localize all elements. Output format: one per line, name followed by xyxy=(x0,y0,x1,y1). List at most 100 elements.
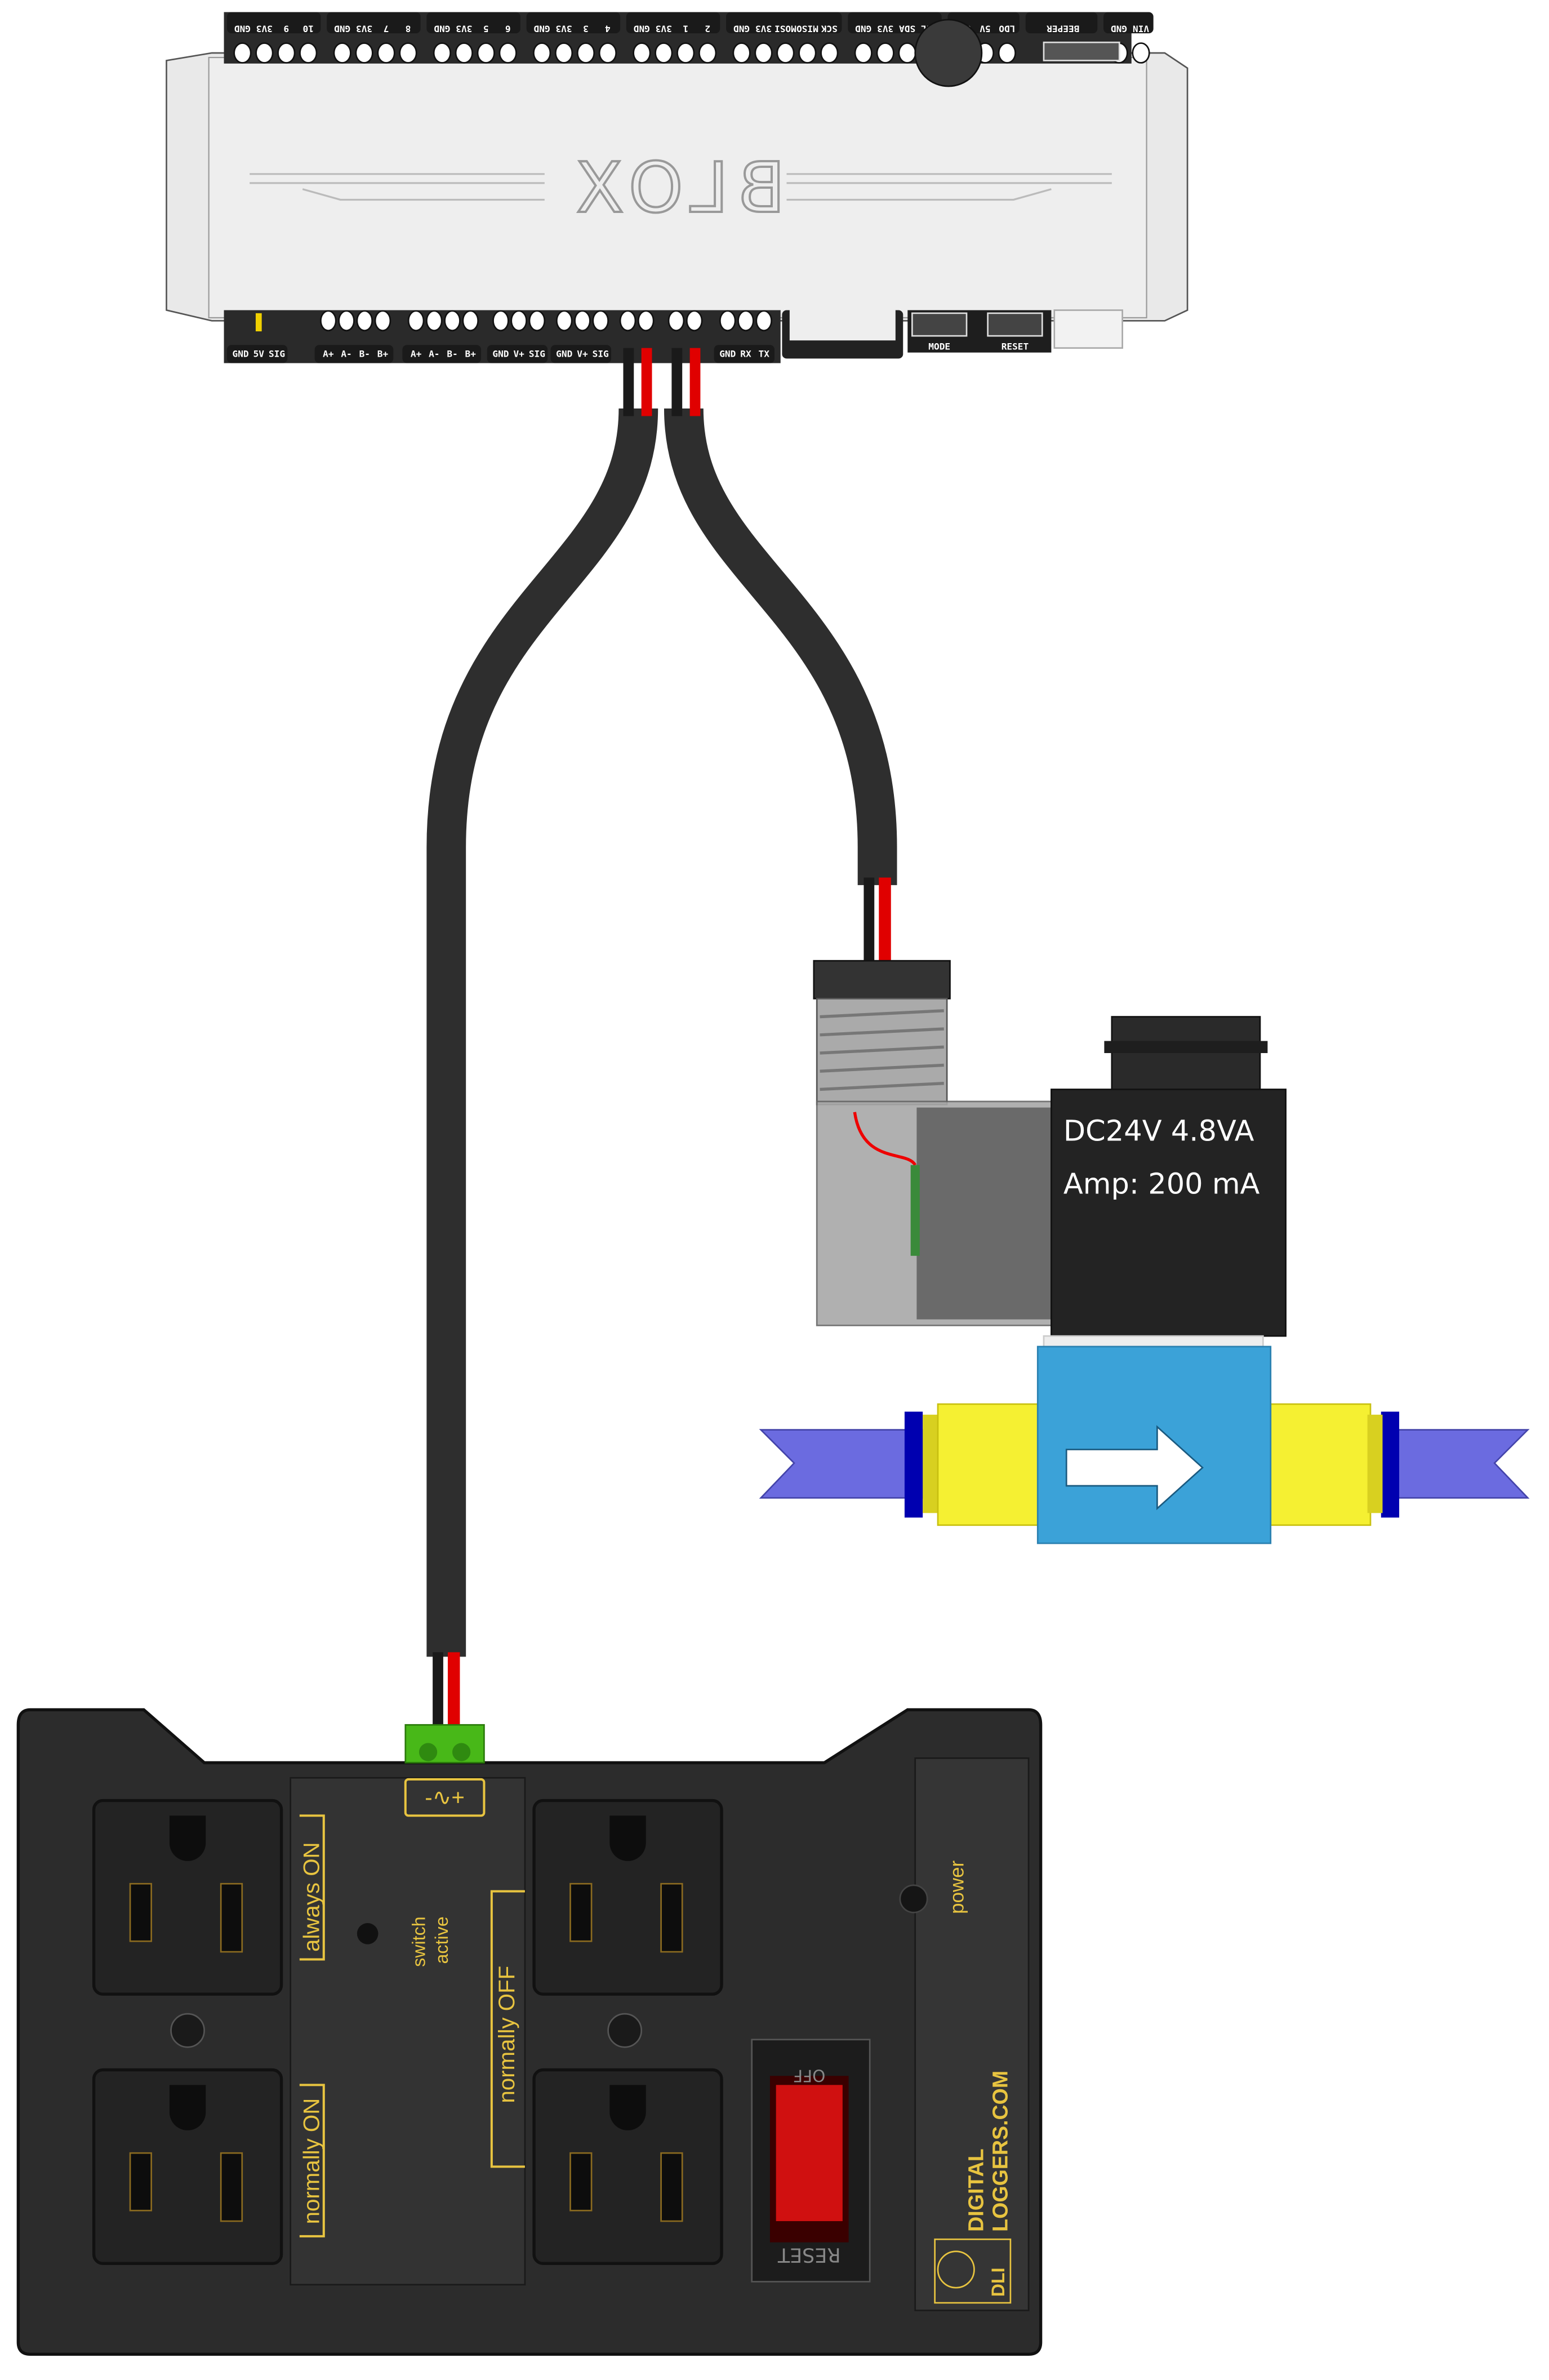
terminal-screw[interactable] xyxy=(462,310,479,332)
terminal-screw[interactable] xyxy=(732,42,751,64)
terminal-screw[interactable] xyxy=(737,310,754,332)
terminal-screw[interactable] xyxy=(356,310,373,332)
outlet[interactable] xyxy=(92,1799,283,1996)
solenoid-current: Amp: 200 mA xyxy=(1063,1168,1260,1201)
terminal-label: GND xyxy=(434,24,450,34)
terminal-screw[interactable] xyxy=(637,310,655,332)
terminal-screw[interactable] xyxy=(619,310,636,332)
terminal-screw[interactable] xyxy=(399,42,417,64)
terminal-screw[interactable] xyxy=(598,42,617,64)
water-valve xyxy=(759,1335,1530,1544)
terminal-screw[interactable] xyxy=(355,42,373,64)
terminal-screw[interactable] xyxy=(686,310,703,332)
svg-text:OFF: OFF xyxy=(793,2066,825,2085)
terminal-label: SDA xyxy=(899,24,915,34)
solenoid-connector xyxy=(813,960,1060,1326)
terminal-screw[interactable] xyxy=(455,42,473,64)
svg-text:DLI: DLI xyxy=(988,2267,1008,2297)
terminal-screw[interactable] xyxy=(498,42,517,64)
terminal-screw[interactable] xyxy=(998,42,1016,64)
terminal-screw[interactable] xyxy=(426,310,443,332)
top-terminal-block: BEEPER xyxy=(1025,12,1098,34)
terminal-screw[interactable] xyxy=(854,42,873,64)
terminal-label: A- xyxy=(429,349,439,359)
terminal-screw[interactable] xyxy=(820,42,839,64)
terminal-screw[interactable] xyxy=(755,310,772,332)
cable-to-power-strip xyxy=(426,348,658,1728)
terminal-screw[interactable] xyxy=(477,42,495,64)
terminal-label: GND xyxy=(234,24,251,34)
terminal-label: 7 xyxy=(384,24,389,34)
input-terminal: -∿+ xyxy=(404,1724,486,1817)
terminal-screw[interactable] xyxy=(1132,42,1150,64)
terminal-screw[interactable] xyxy=(633,42,651,64)
terminal-screw[interactable] xyxy=(719,310,736,332)
terminal-label: A- xyxy=(341,349,351,359)
terminal-label: 3V3 xyxy=(755,24,772,34)
terminal-label: V+ xyxy=(513,349,524,359)
terminal-screw[interactable] xyxy=(876,42,894,64)
terminal-screw[interactable] xyxy=(776,42,795,64)
terminal-screw[interactable] xyxy=(492,310,509,332)
terminal-screw[interactable] xyxy=(433,42,452,64)
terminal-screw[interactable] xyxy=(255,42,274,64)
terminal-label: 8 xyxy=(406,24,411,34)
beeper xyxy=(914,19,983,87)
mode-button[interactable]: MODE xyxy=(911,312,968,352)
label-normally-off: normally OFF xyxy=(494,1966,519,2103)
outlet[interactable] xyxy=(92,2068,283,2265)
terminal-screw[interactable] xyxy=(299,42,318,64)
terminal-screw[interactable] xyxy=(798,42,817,64)
terminal-screw[interactable] xyxy=(698,42,717,64)
terminal-screw[interactable] xyxy=(533,42,551,64)
terminal-screw[interactable] xyxy=(655,42,673,64)
reset-button[interactable]: RESET xyxy=(987,312,1043,352)
outlet[interactable] xyxy=(532,1799,723,1996)
terminal-screw[interactable] xyxy=(592,310,609,332)
terminal-screw[interactable] xyxy=(374,310,391,332)
terminal-screw[interactable] xyxy=(510,310,527,332)
terminal-screw[interactable] xyxy=(555,310,573,332)
terminal-screw[interactable] xyxy=(444,310,461,332)
terminal-screw[interactable] xyxy=(898,42,916,64)
terminal-label: B- xyxy=(359,349,370,359)
terminal-screw[interactable] xyxy=(574,310,591,332)
outlet[interactable] xyxy=(532,2068,723,2265)
blox-logo: BLOX xyxy=(567,148,786,229)
terminal-screw[interactable] xyxy=(320,310,337,332)
svg-text:-∿+: -∿+ xyxy=(425,1785,465,1810)
power-switch[interactable]: OFF RESET xyxy=(751,2039,871,2283)
terminal-label: 6 xyxy=(505,24,511,34)
terminal-screw[interactable] xyxy=(233,42,252,64)
terminal-label: SCK xyxy=(821,24,838,34)
terminal-screw[interactable] xyxy=(528,310,546,332)
terminal-screw[interactable] xyxy=(667,310,685,332)
svg-text:RESET: RESET xyxy=(777,2243,840,2266)
terminal-screw[interactable] xyxy=(333,42,351,64)
dli-logo: DLI xyxy=(934,2238,1012,2304)
svg-text:MODE: MODE xyxy=(928,341,950,352)
terminal-label: GND xyxy=(855,24,871,34)
terminal-label: B+ xyxy=(377,349,389,359)
terminal-screw[interactable] xyxy=(338,310,355,332)
terminal-label: GND xyxy=(492,349,509,359)
terminal-screw[interactable] xyxy=(754,42,773,64)
terminal-label: BEEPER xyxy=(1047,24,1079,34)
terminal-label: 5V xyxy=(980,24,991,34)
terminal-screw[interactable] xyxy=(676,42,695,64)
terminal-screw[interactable] xyxy=(576,42,595,64)
terminal-label: GND xyxy=(556,349,572,359)
terminal-label: 3V3 xyxy=(456,24,472,34)
terminal-screw[interactable] xyxy=(554,42,573,64)
terminal-screw[interactable] xyxy=(407,310,425,332)
terminal-label: GND xyxy=(534,24,550,34)
terminal-label: 3V3 xyxy=(556,24,572,34)
terminal-screw[interactable] xyxy=(377,42,395,64)
terminal-screw[interactable] xyxy=(277,42,296,64)
